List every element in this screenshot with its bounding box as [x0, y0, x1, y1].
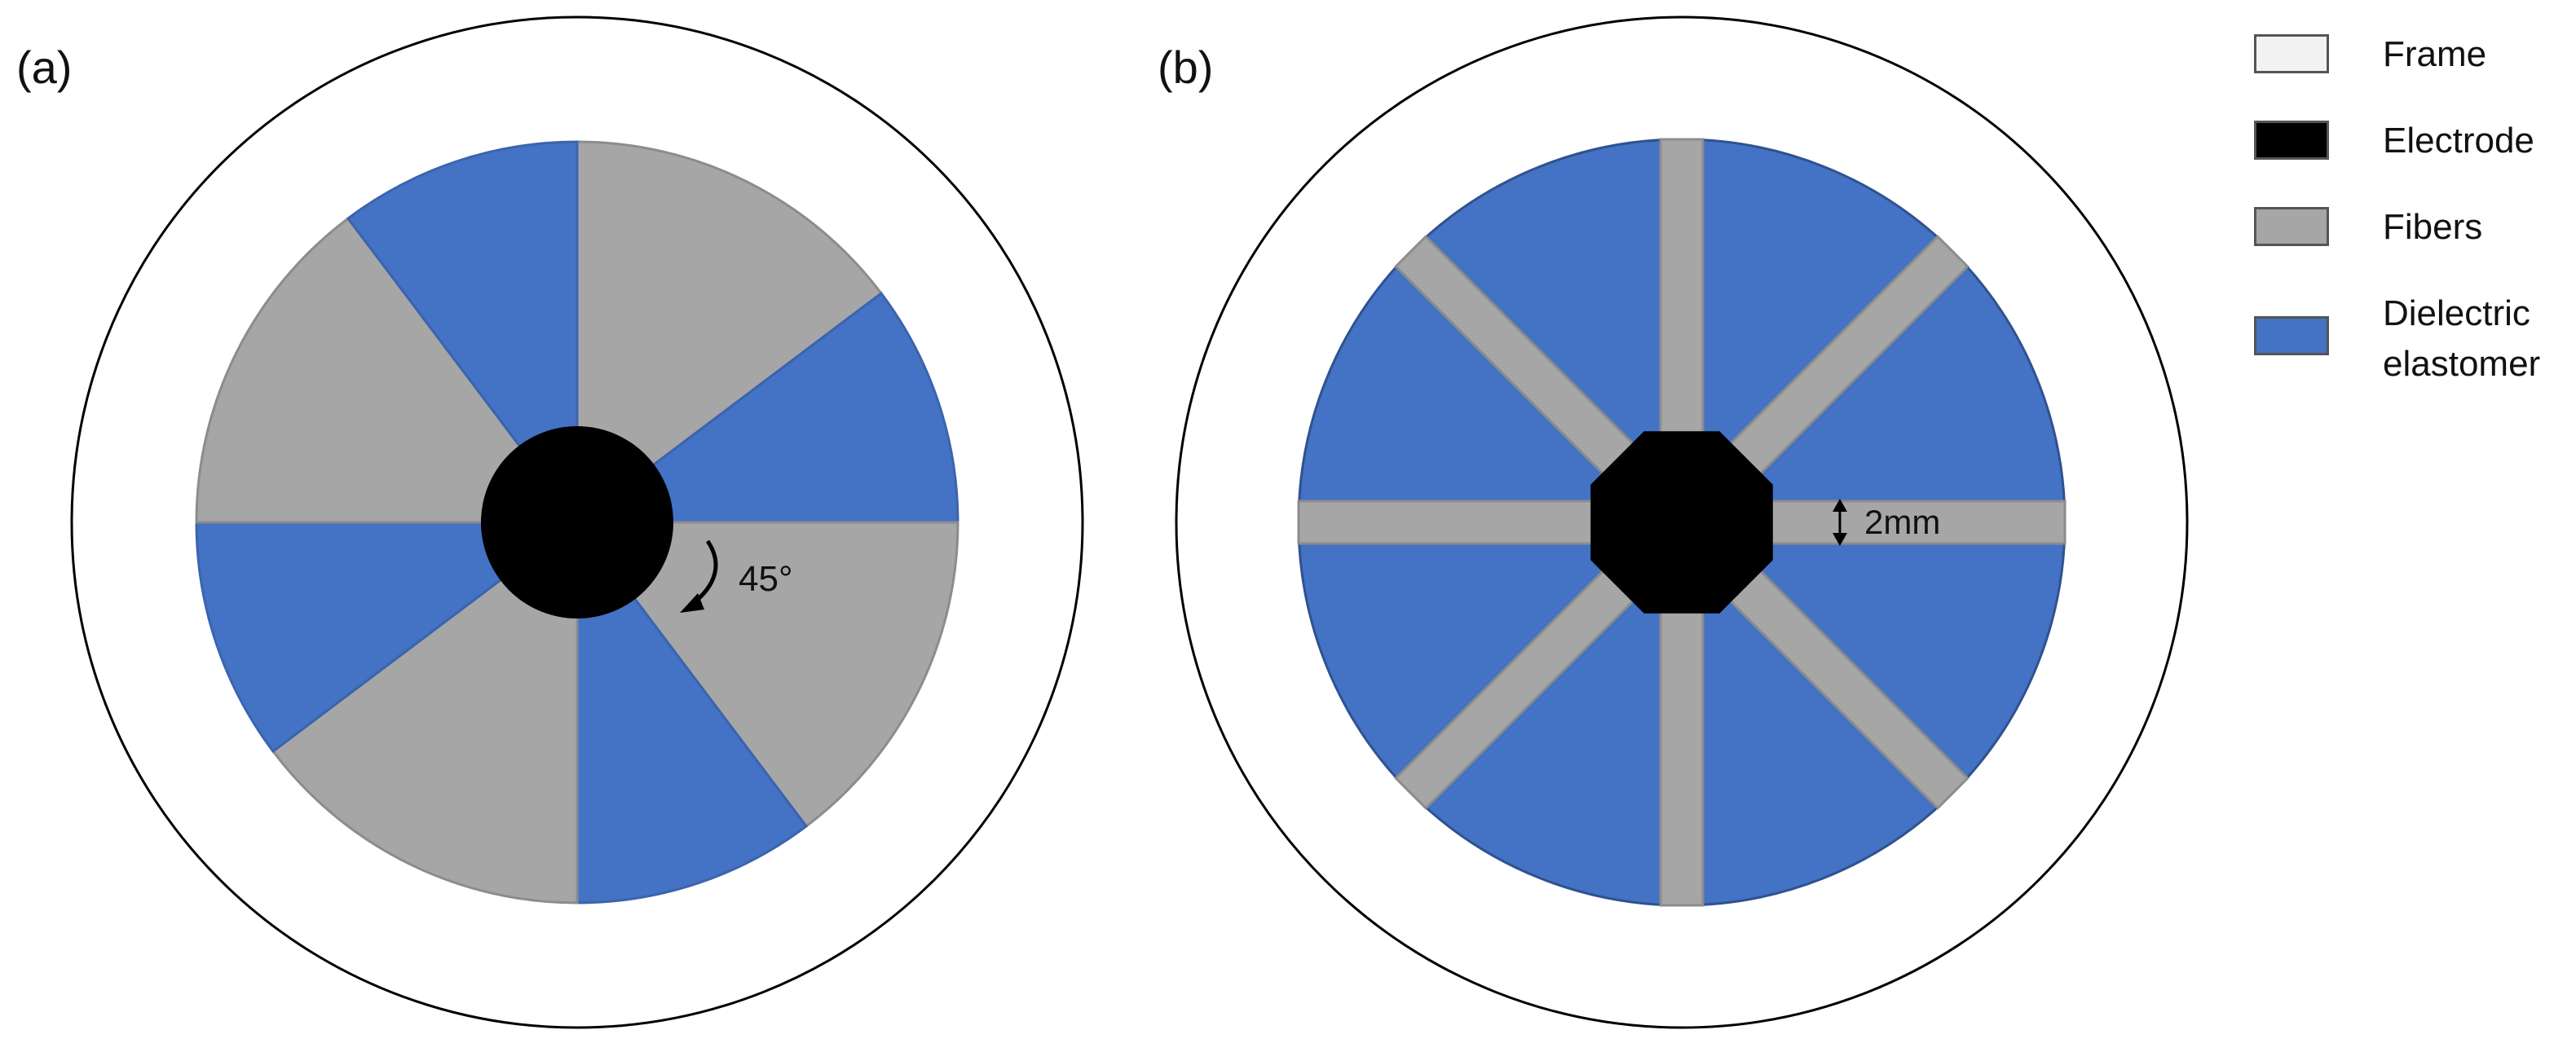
electrode-a: [481, 426, 673, 618]
dielectric-sector-a: [346, 140, 579, 526]
width-arrowhead-bottom-b: [1833, 533, 1847, 546]
fiber-sector-a: [271, 519, 579, 905]
fiber-sector-a: [195, 216, 580, 524]
fiber-sector-a: [576, 140, 884, 526]
legend-label-electrode: Electrode: [2383, 121, 2534, 161]
legend-label-frame: Frame: [2383, 34, 2487, 74]
legend-swatch-fibers: [2254, 207, 2329, 246]
panel-a: 45°: [70, 15, 1084, 1029]
legend-swatch-dielectric: [2254, 316, 2329, 355]
panel-label-a: (a): [16, 42, 73, 93]
angle-label-a: 45°: [739, 559, 793, 599]
panel-label-b: (b): [1158, 42, 1214, 93]
fiber-sector-a: [574, 521, 959, 829]
dielectric-sector-a: [576, 518, 809, 905]
legend-label-fibers: Fibers: [2383, 207, 2483, 247]
sectors-a: [195, 140, 959, 905]
panel-b: 2mm: [1175, 15, 2189, 1029]
legend-swatch-frame: [2254, 34, 2329, 73]
width-label-b: 2mm: [1864, 503, 1940, 541]
legend-label-dielectric: Dielectric elastomer: [2383, 293, 2541, 384]
dielectric-sector-a: [573, 291, 959, 524]
dielectric-sector-a: [195, 521, 581, 754]
angle-arrowhead-a: [680, 593, 704, 613]
legend-swatch-electrode: [2254, 121, 2329, 160]
width-arrowhead-top-b: [1833, 499, 1847, 512]
electrode-b: [1590, 431, 1773, 614]
